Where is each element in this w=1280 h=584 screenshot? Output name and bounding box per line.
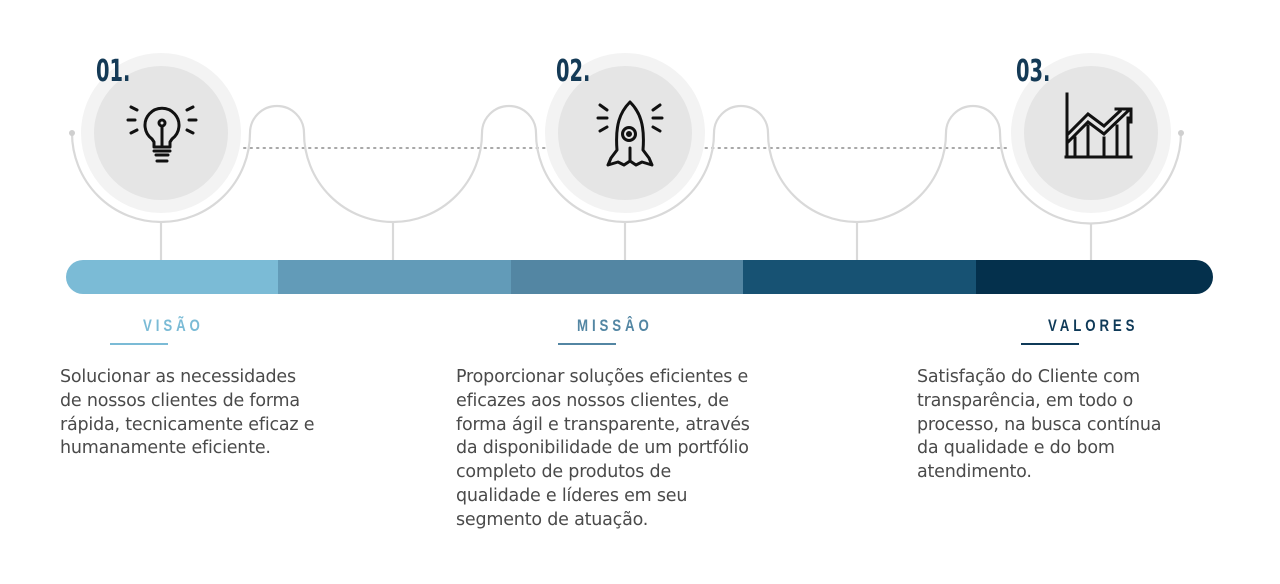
bar-segment-2 — [278, 260, 511, 294]
description-line: forma ágil e transparente, através — [456, 414, 750, 435]
bar-segment-4 — [743, 260, 976, 294]
step-title-visao: VISÃO — [143, 316, 204, 335]
description-missao: Proporcionar soluções eficientes e efica… — [456, 366, 750, 533]
description-line: rápida, tecnicamente eficaz e — [60, 414, 315, 435]
description-line: segmento de atuação. — [456, 509, 649, 530]
bar-segment-3 — [511, 260, 743, 294]
step-number-1: 01. — [96, 54, 131, 89]
description-line: da qualidade e do bom — [917, 438, 1115, 459]
description-line: Solucionar as necessidades — [60, 367, 296, 387]
description-line: atendimento. — [917, 462, 1032, 483]
description-line: transparência, em todo o — [917, 390, 1134, 411]
title-underline-visao — [110, 343, 168, 345]
step-number-3: 03. — [1016, 54, 1051, 89]
lightbulb-icon — [126, 105, 198, 163]
step-number-2: 02. — [556, 54, 591, 89]
description-line: de nossos clientes de forma — [60, 390, 300, 411]
bar-segment-5 — [976, 260, 1213, 294]
bar-segment-1 — [66, 260, 278, 294]
description-line: eficazes aos nossos clientes, de — [456, 390, 729, 411]
rocket-icon — [596, 100, 664, 167]
title-underline-valores — [1021, 343, 1079, 345]
timeline-bar — [66, 260, 1213, 294]
step-title-missao: MISSÂO — [577, 316, 653, 335]
description-line: da disponibilidade de um portfólio — [456, 438, 749, 459]
description-line: qualidade e líderes em seu — [456, 485, 688, 506]
title-underline-missao — [558, 343, 616, 345]
description-visao: Solucionar as necessidades de nossos cli… — [60, 366, 315, 461]
step-title-valores: VALORES — [1048, 316, 1139, 335]
line-endpoint-left — [69, 130, 75, 136]
description-line: Satisfação do Cliente com — [917, 367, 1140, 387]
description-line: processo, na busca contínua — [917, 414, 1162, 435]
description-line: Proporcionar soluções eficientes e — [456, 367, 749, 387]
description-valores: Satisfação do Cliente com transparência,… — [917, 366, 1162, 485]
step-circle-2 — [545, 53, 705, 213]
line-endpoint-right — [1178, 130, 1184, 136]
step-circle-3 — [1011, 53, 1171, 213]
description-line: completo de produtos de — [456, 462, 672, 483]
description-line: humanamente eficiente. — [60, 438, 271, 459]
stems — [159, 222, 1093, 262]
growth-chart-icon — [1064, 92, 1133, 159]
